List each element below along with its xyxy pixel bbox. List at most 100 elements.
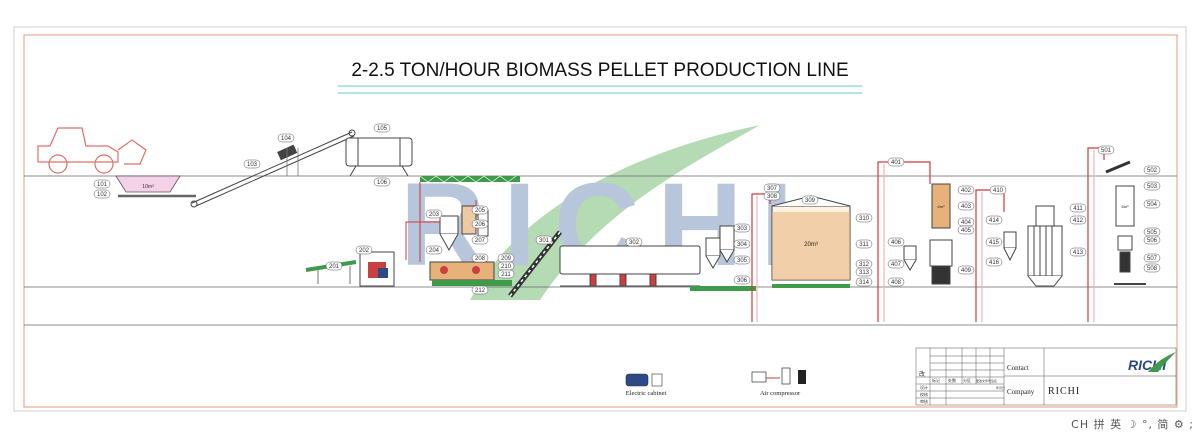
svg-text:101: 101 [97, 182, 108, 188]
svg-text:301: 301 [539, 238, 550, 244]
svg-text:308: 308 [767, 194, 778, 200]
svg-text:404: 404 [961, 220, 972, 226]
tag-508: 508 [1143, 263, 1161, 273]
svg-text:314: 314 [859, 280, 870, 286]
svg-text:305: 305 [737, 258, 748, 264]
cyclone-406 [903, 245, 917, 271]
tag-308: 308 [763, 191, 781, 201]
title-block [915, 347, 1177, 406]
tag-208: 208 [471, 253, 489, 263]
svg-text:分区: 分区 [963, 377, 971, 383]
svg-text:105: 105 [377, 126, 388, 132]
svg-text:206: 206 [475, 222, 486, 228]
svg-text:审核: 审核 [920, 398, 928, 404]
bucket-elevator-502 [1105, 160, 1131, 174]
diagram-title: 2-2.5 TON/HOUR BIOMASS PELLET PRODUCTION… [351, 60, 848, 81]
svg-text:410: 410 [993, 188, 1004, 194]
svg-text:505: 505 [1147, 230, 1158, 236]
tag-101: 101 [93, 179, 111, 189]
magnetic-separator [277, 144, 299, 176]
svg-text:415: 415 [989, 240, 1000, 246]
svg-text:203: 203 [429, 212, 440, 218]
counterflow-cooler [1027, 205, 1063, 287]
outer-border [13, 26, 1187, 412]
svg-text:411: 411 [1073, 206, 1083, 212]
hammer-mill [359, 251, 395, 287]
svg-text:6m³: 6m³ [938, 204, 946, 209]
company-value: RICHI [1048, 386, 1080, 397]
tag-501: 501 [1097, 145, 1115, 155]
svg-text:408: 408 [891, 280, 902, 286]
tag-204: 204 [425, 245, 443, 255]
tag-203: 203 [425, 209, 443, 219]
tag-102: 102 [93, 189, 111, 199]
svg-text:307: 307 [767, 186, 778, 192]
tag-202: 202 [355, 245, 373, 255]
silo-403: 6m³ [931, 183, 951, 229]
svg-text:改: 改 [919, 370, 925, 378]
pellet-mill-407 [929, 239, 953, 285]
tag-416: 416 [985, 257, 1003, 267]
pipe-red-1 [405, 182, 477, 262]
svg-text:310: 310 [859, 216, 870, 222]
legend-electric-cabinet: Electric cabinet [626, 373, 666, 397]
tag-212: 212 [471, 285, 489, 295]
svg-text:412: 412 [1073, 218, 1084, 224]
svg-text:处数: 处数 [948, 377, 956, 383]
svg-text:405: 405 [961, 228, 972, 234]
svg-text:20m³: 20m³ [804, 242, 818, 248]
tag-405: 405 [957, 225, 975, 235]
svg-text:504: 504 [1147, 202, 1158, 208]
svg-text:210: 210 [501, 264, 512, 270]
tag-304: 304 [733, 239, 751, 249]
svg-text:311: 311 [859, 242, 869, 248]
tag-312: 312 [855, 259, 873, 269]
svg-text:校核: 校核 [920, 391, 928, 397]
inclined-screw-301 [508, 230, 562, 298]
svg-text:6m³: 6m³ [1122, 204, 1130, 209]
tag-504: 504 [1143, 199, 1161, 209]
svg-text:414: 414 [989, 218, 1000, 224]
svg-text:403: 403 [961, 204, 972, 210]
contact-label: Contact [1007, 364, 1029, 372]
tag-201: 201 [325, 261, 343, 271]
svg-text:302: 302 [629, 240, 640, 246]
svg-text:309: 309 [805, 198, 816, 204]
screw-conveyor-106 [419, 175, 520, 183]
legend-air-compressor: Air compressor [751, 367, 806, 397]
svg-text:212: 212 [475, 288, 486, 294]
svg-text:409: 409 [961, 268, 972, 274]
ime-status-bar[interactable]: CH 拼 英 ☽ °, 简 ⚙ ; [1071, 418, 1194, 431]
screw-conveyor-306 [690, 286, 756, 291]
tag-305: 305 [733, 255, 751, 265]
svg-text:407: 407 [891, 262, 902, 268]
cyclone-group-203 [439, 205, 489, 252]
svg-text:202: 202 [359, 248, 370, 254]
drum-screen [345, 137, 413, 177]
svg-text:501: 501 [1101, 148, 1112, 154]
tag-209: 209 [497, 253, 515, 263]
tag-502: 502 [1143, 165, 1161, 175]
tag-506: 506 [1143, 235, 1161, 245]
tag-402: 402 [957, 185, 975, 195]
tag-314: 314 [855, 277, 873, 287]
tag-503: 503 [1143, 181, 1161, 191]
silo-208 [429, 261, 495, 281]
svg-text:209: 209 [501, 256, 512, 262]
svg-text:10m³: 10m³ [142, 184, 154, 190]
tag-302: 302 [625, 237, 643, 247]
tag-309: 309 [801, 195, 819, 205]
title-block-text: 改 标记 处数 分区 更改文件号 签名 年月日 设计 校核 审核 [919, 370, 1005, 404]
tag-411: 411 [1069, 203, 1087, 213]
svg-text:416: 416 [989, 260, 1000, 266]
tag-104: 104 [277, 133, 295, 143]
tag-401: 401 [887, 157, 905, 167]
company-label: Company [1007, 388, 1035, 396]
tag-507: 507 [1143, 253, 1161, 263]
svg-text:标记: 标记 [932, 377, 940, 383]
tag-409: 409 [957, 265, 975, 275]
tag-404: 404 [957, 217, 975, 227]
tag-301: 301 [535, 235, 553, 245]
svg-text:303: 303 [737, 226, 748, 232]
